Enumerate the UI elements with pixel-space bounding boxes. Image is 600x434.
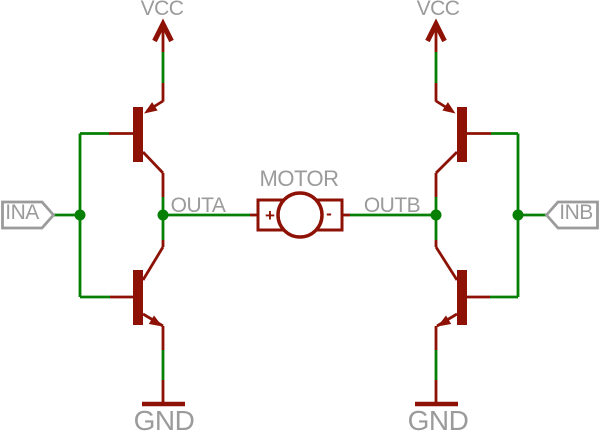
motor-body-icon (276, 191, 324, 239)
q4-emitter-arrow-icon (437, 315, 452, 327)
q1-base-bar (133, 107, 143, 162)
motor-label: MOTOR (259, 166, 339, 191)
net-inb (490, 132, 546, 299)
gnd-label-right: GND (407, 405, 469, 434)
outa-net-label: OUTA (170, 194, 226, 217)
transistor-q1-pnp (109, 83, 165, 197)
q2-collector-diagonal (435, 151, 458, 174)
gnd-label-left: GND (133, 405, 195, 434)
motor-symbol (250, 191, 350, 239)
net-ina (53, 132, 110, 299)
vcc-symbol-left (152, 18, 174, 52)
q1-emitter-arrow-icon (144, 102, 158, 114)
junction-dot (157, 209, 169, 221)
q3-base-bar (133, 270, 143, 325)
junction-dot (74, 209, 86, 221)
vcc-label-right: VCC (416, 0, 460, 20)
ina-flag-label: INA (5, 201, 39, 224)
outb-net-label: OUTB (363, 194, 421, 217)
transistor-q4-npn (434, 240, 490, 350)
q1-collector-diagonal (141, 151, 165, 174)
junction-dot (512, 209, 524, 221)
transistor-q2-pnp (434, 83, 491, 197)
transistor-q3-npn (110, 240, 165, 350)
net-outa (157, 197, 250, 240)
net-outb (350, 197, 442, 240)
motor-plus-terminal-label: + (265, 206, 275, 225)
junction-dot (430, 209, 442, 221)
q4-base-bar (457, 270, 467, 325)
q4-collector-diagonal (434, 246, 459, 281)
q2-emitter-arrow-icon (442, 102, 456, 114)
gnd-symbol-left (142, 350, 185, 407)
q2-base-bar (457, 107, 467, 162)
vcc-label-left: VCC (140, 0, 184, 20)
vcc-symbol-right (425, 18, 447, 52)
inb-flag (544, 200, 599, 230)
motor-minus-terminal-label: - (326, 204, 332, 223)
q3-collector-diagonal (141, 246, 165, 281)
gnd-symbol-right (415, 350, 458, 407)
q3-emitter-arrow-icon (148, 315, 163, 327)
inb-flag-label: INB (559, 201, 593, 224)
ina-flag (1, 200, 56, 230)
